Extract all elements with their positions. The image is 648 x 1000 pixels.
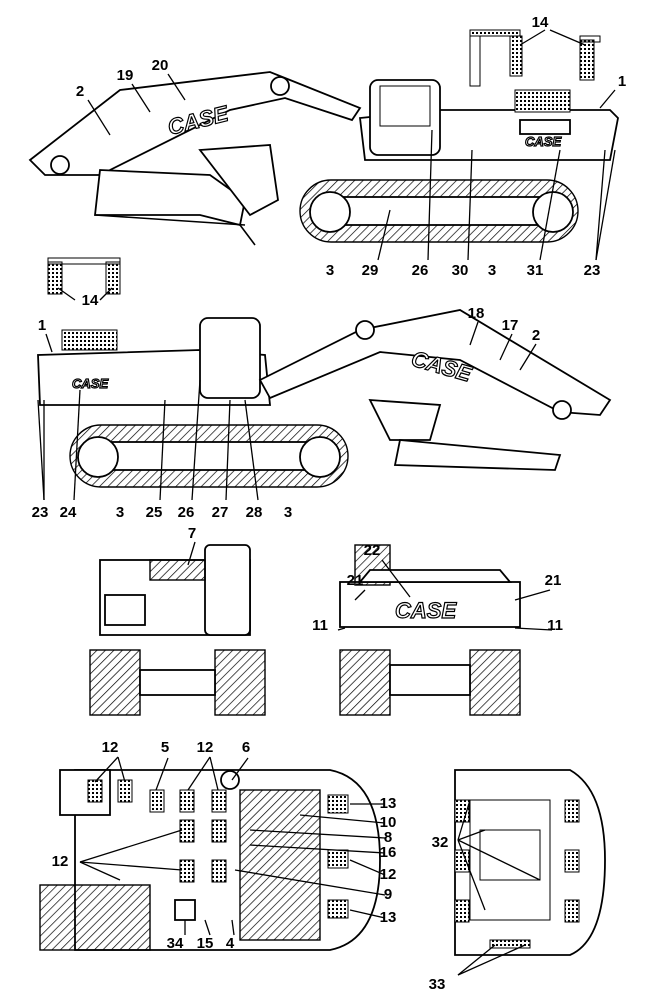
callout-rear-1: 21	[347, 572, 364, 589]
callout-top-left-10: 9	[384, 886, 392, 903]
callout-top-left-7: 16	[380, 844, 397, 861]
callout-top-left-9: 12	[52, 853, 69, 870]
callout-top-left-14: 4	[226, 935, 235, 952]
callout-side-top-9: 3	[488, 262, 496, 279]
callout-top-left-5: 10	[380, 814, 397, 831]
callout-top-left-2: 12	[197, 739, 214, 756]
callout-side-top-6: 29	[362, 262, 379, 279]
callout-rear-3: 11	[312, 617, 328, 634]
callout-rear-0: 22	[364, 542, 381, 559]
callout-side-bottom-1: 1	[38, 317, 46, 334]
callout-top-right-1: 33	[429, 976, 446, 993]
callout-side-bottom-7: 3	[116, 504, 124, 521]
top-view-left	[39, 756, 386, 951]
callout-side-bottom-2: 18	[468, 305, 485, 322]
callout-side-top-10: 31	[527, 262, 544, 279]
callout-top-left-11: 13	[380, 909, 397, 926]
callout-top-left-13: 15	[197, 935, 214, 952]
side-view-left: CASE CASE	[28, 29, 619, 261]
callout-side-top-2: 20	[152, 57, 169, 74]
side-view-right: CASE CASE	[37, 257, 612, 501]
callout-rear-2: 21	[545, 572, 562, 589]
callout-side-bottom-3: 17	[502, 317, 519, 334]
logo-lower-side: CASE	[72, 376, 108, 391]
callout-side-bottom-4: 2	[532, 327, 540, 344]
callout-side-bottom-10: 27	[212, 504, 229, 521]
callout-top-left-8: 12	[380, 866, 397, 883]
callout-top-left-3: 6	[242, 739, 250, 756]
callout-rear-4: 11	[547, 617, 563, 634]
callout-side-top-3: 19	[117, 67, 134, 84]
callout-side-bottom-6: 24	[60, 504, 77, 521]
top-view-right	[454, 769, 606, 976]
logo-upper-side: CASE	[525, 134, 561, 149]
callout-side-top-1: 1	[618, 73, 626, 90]
callout-top-left-6: 8	[384, 829, 392, 846]
callout-side-top-11: 23	[584, 262, 601, 279]
front-view	[89, 541, 266, 716]
callout-front-0: 7	[188, 525, 196, 542]
callout-side-bottom-12: 3	[284, 504, 292, 521]
callout-side-bottom-8: 25	[146, 504, 163, 521]
callout-side-bottom-9: 26	[178, 504, 195, 521]
callout-side-bottom-11: 28	[246, 504, 263, 521]
rear-view: CASE	[337, 544, 553, 716]
callout-top-left-4: 13	[380, 795, 397, 812]
callout-side-top-4: 2	[76, 83, 84, 100]
callout-top-left-12: 34	[167, 935, 184, 952]
callout-side-top-8: 30	[452, 262, 469, 279]
callout-top-left-1: 5	[161, 739, 169, 756]
callout-top-left-0: 12	[102, 739, 119, 756]
callout-side-top-0: 14	[532, 14, 549, 31]
callout-side-bottom-0: 14	[82, 292, 99, 309]
logo-rear: CASE	[395, 598, 457, 623]
callout-side-top-7: 26	[412, 262, 429, 279]
callout-side-top-5: 3	[326, 262, 334, 279]
callout-side-bottom-5: 23	[32, 504, 49, 521]
callout-top-right-0: 32	[432, 834, 449, 851]
